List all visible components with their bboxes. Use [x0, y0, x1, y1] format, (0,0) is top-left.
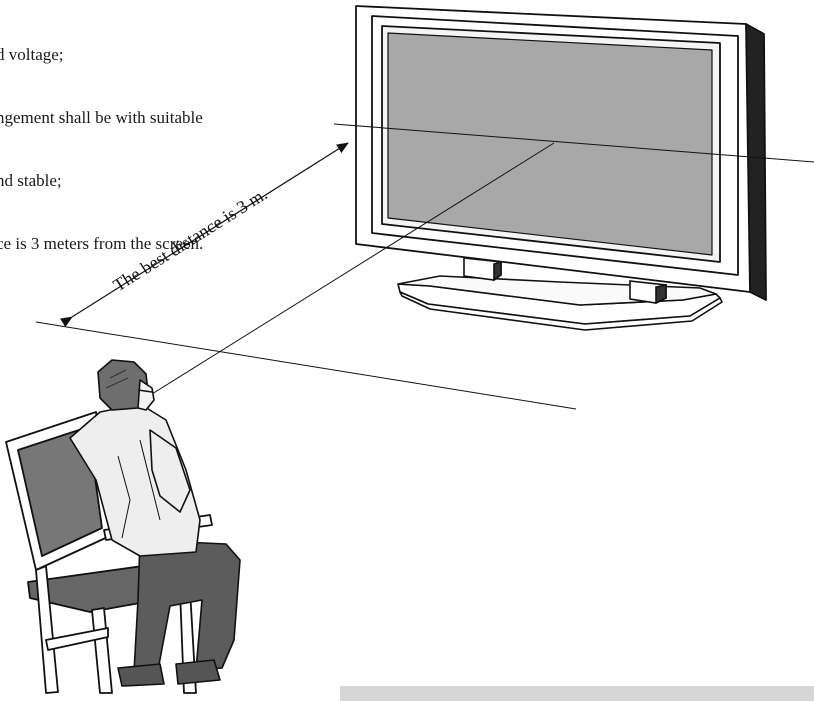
distance-label: The best distance is 3 m. — [109, 184, 270, 296]
tv-screen — [388, 33, 712, 255]
person-shoes — [118, 664, 164, 686]
person-face — [138, 380, 154, 410]
chair-rear-leg-right — [92, 608, 112, 693]
footer-bar — [340, 686, 814, 701]
tv-stand — [398, 276, 722, 330]
